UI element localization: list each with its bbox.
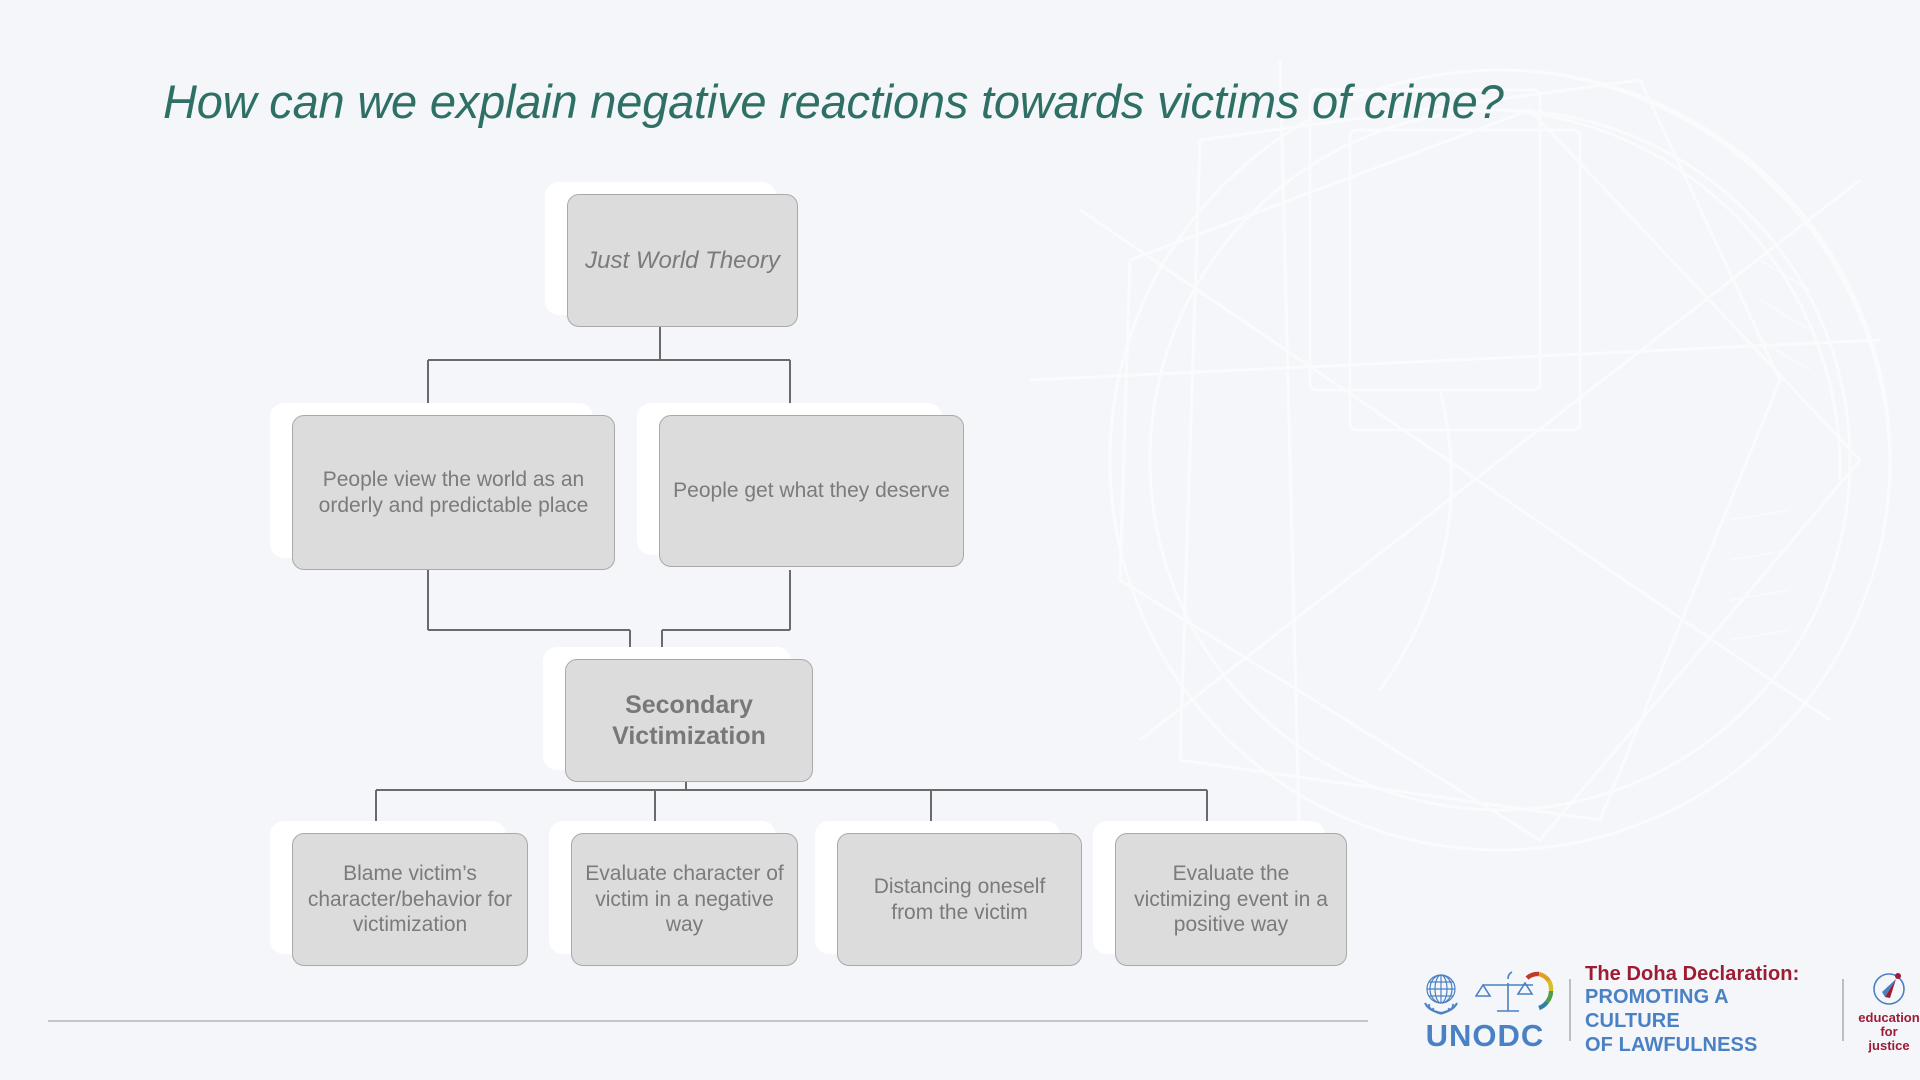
e4j-line1: education (1858, 1009, 1920, 1025)
unodc-wordmark: UNODC (1425, 1018, 1545, 1053)
doha-declaration-text: The Doha Declaration: PROMOTING A CULTUR… (1585, 963, 1828, 1057)
node-just-world-theory[interactable]: Just World Theory (545, 182, 798, 327)
node-label: Evaluate the victimizing event in a posi… (1115, 833, 1347, 966)
e4j-line2: for justice (1868, 1023, 1910, 1054)
node-secondary-victimization[interactable]: Secondary Victimization (543, 647, 813, 782)
node-label: People get what they deserve (659, 415, 964, 567)
node-evaluate-positive[interactable]: Evaluate the victimizing event in a posi… (1093, 821, 1347, 966)
node-label: Secondary Victimization (565, 659, 813, 782)
logo-divider-1 (1569, 979, 1571, 1041)
scales-arc-icon (1475, 971, 1554, 1012)
un-emblem-icon (1424, 974, 1458, 1015)
node-orderly-predictable[interactable]: People view the world as an orderly and … (270, 403, 615, 570)
education-for-justice-logo: education for justice (1858, 967, 1920, 1054)
pen-circle-icon (1873, 972, 1905, 1005)
footer-divider (48, 1020, 1368, 1022)
page-title: How can we explain negative reactions to… (163, 75, 1504, 128)
doha-subtitle-2: OF LAWFULNESS (1585, 1033, 1758, 1056)
logo-divider-2 (1841, 979, 1844, 1041)
node-distancing[interactable]: Distancing oneself from the victim (815, 821, 1082, 966)
footer-logo-bar: UNODC The Doha Declaration: PROMOTING A … (1415, 963, 1920, 1056)
unodc-logo: UNODC (1415, 969, 1555, 1051)
node-label: Distancing oneself from the victim (837, 833, 1082, 966)
node-label: Blame victim’s character/behavior for vi… (292, 833, 528, 966)
node-blame-victim[interactable]: Blame victim’s character/behavior for vi… (270, 821, 528, 966)
doha-title: The Doha Declaration: (1585, 962, 1800, 985)
node-label: Just World Theory (567, 194, 798, 327)
node-evaluate-negative[interactable]: Evaluate character of victim in a negati… (549, 821, 798, 966)
node-label: People view the world as an orderly and … (292, 415, 615, 570)
doha-subtitle-1: PROMOTING A CULTURE (1585, 986, 1728, 1032)
node-get-what-deserve[interactable]: People get what they deserve (637, 403, 964, 567)
node-label: Evaluate character of victim in a negati… (571, 833, 798, 966)
